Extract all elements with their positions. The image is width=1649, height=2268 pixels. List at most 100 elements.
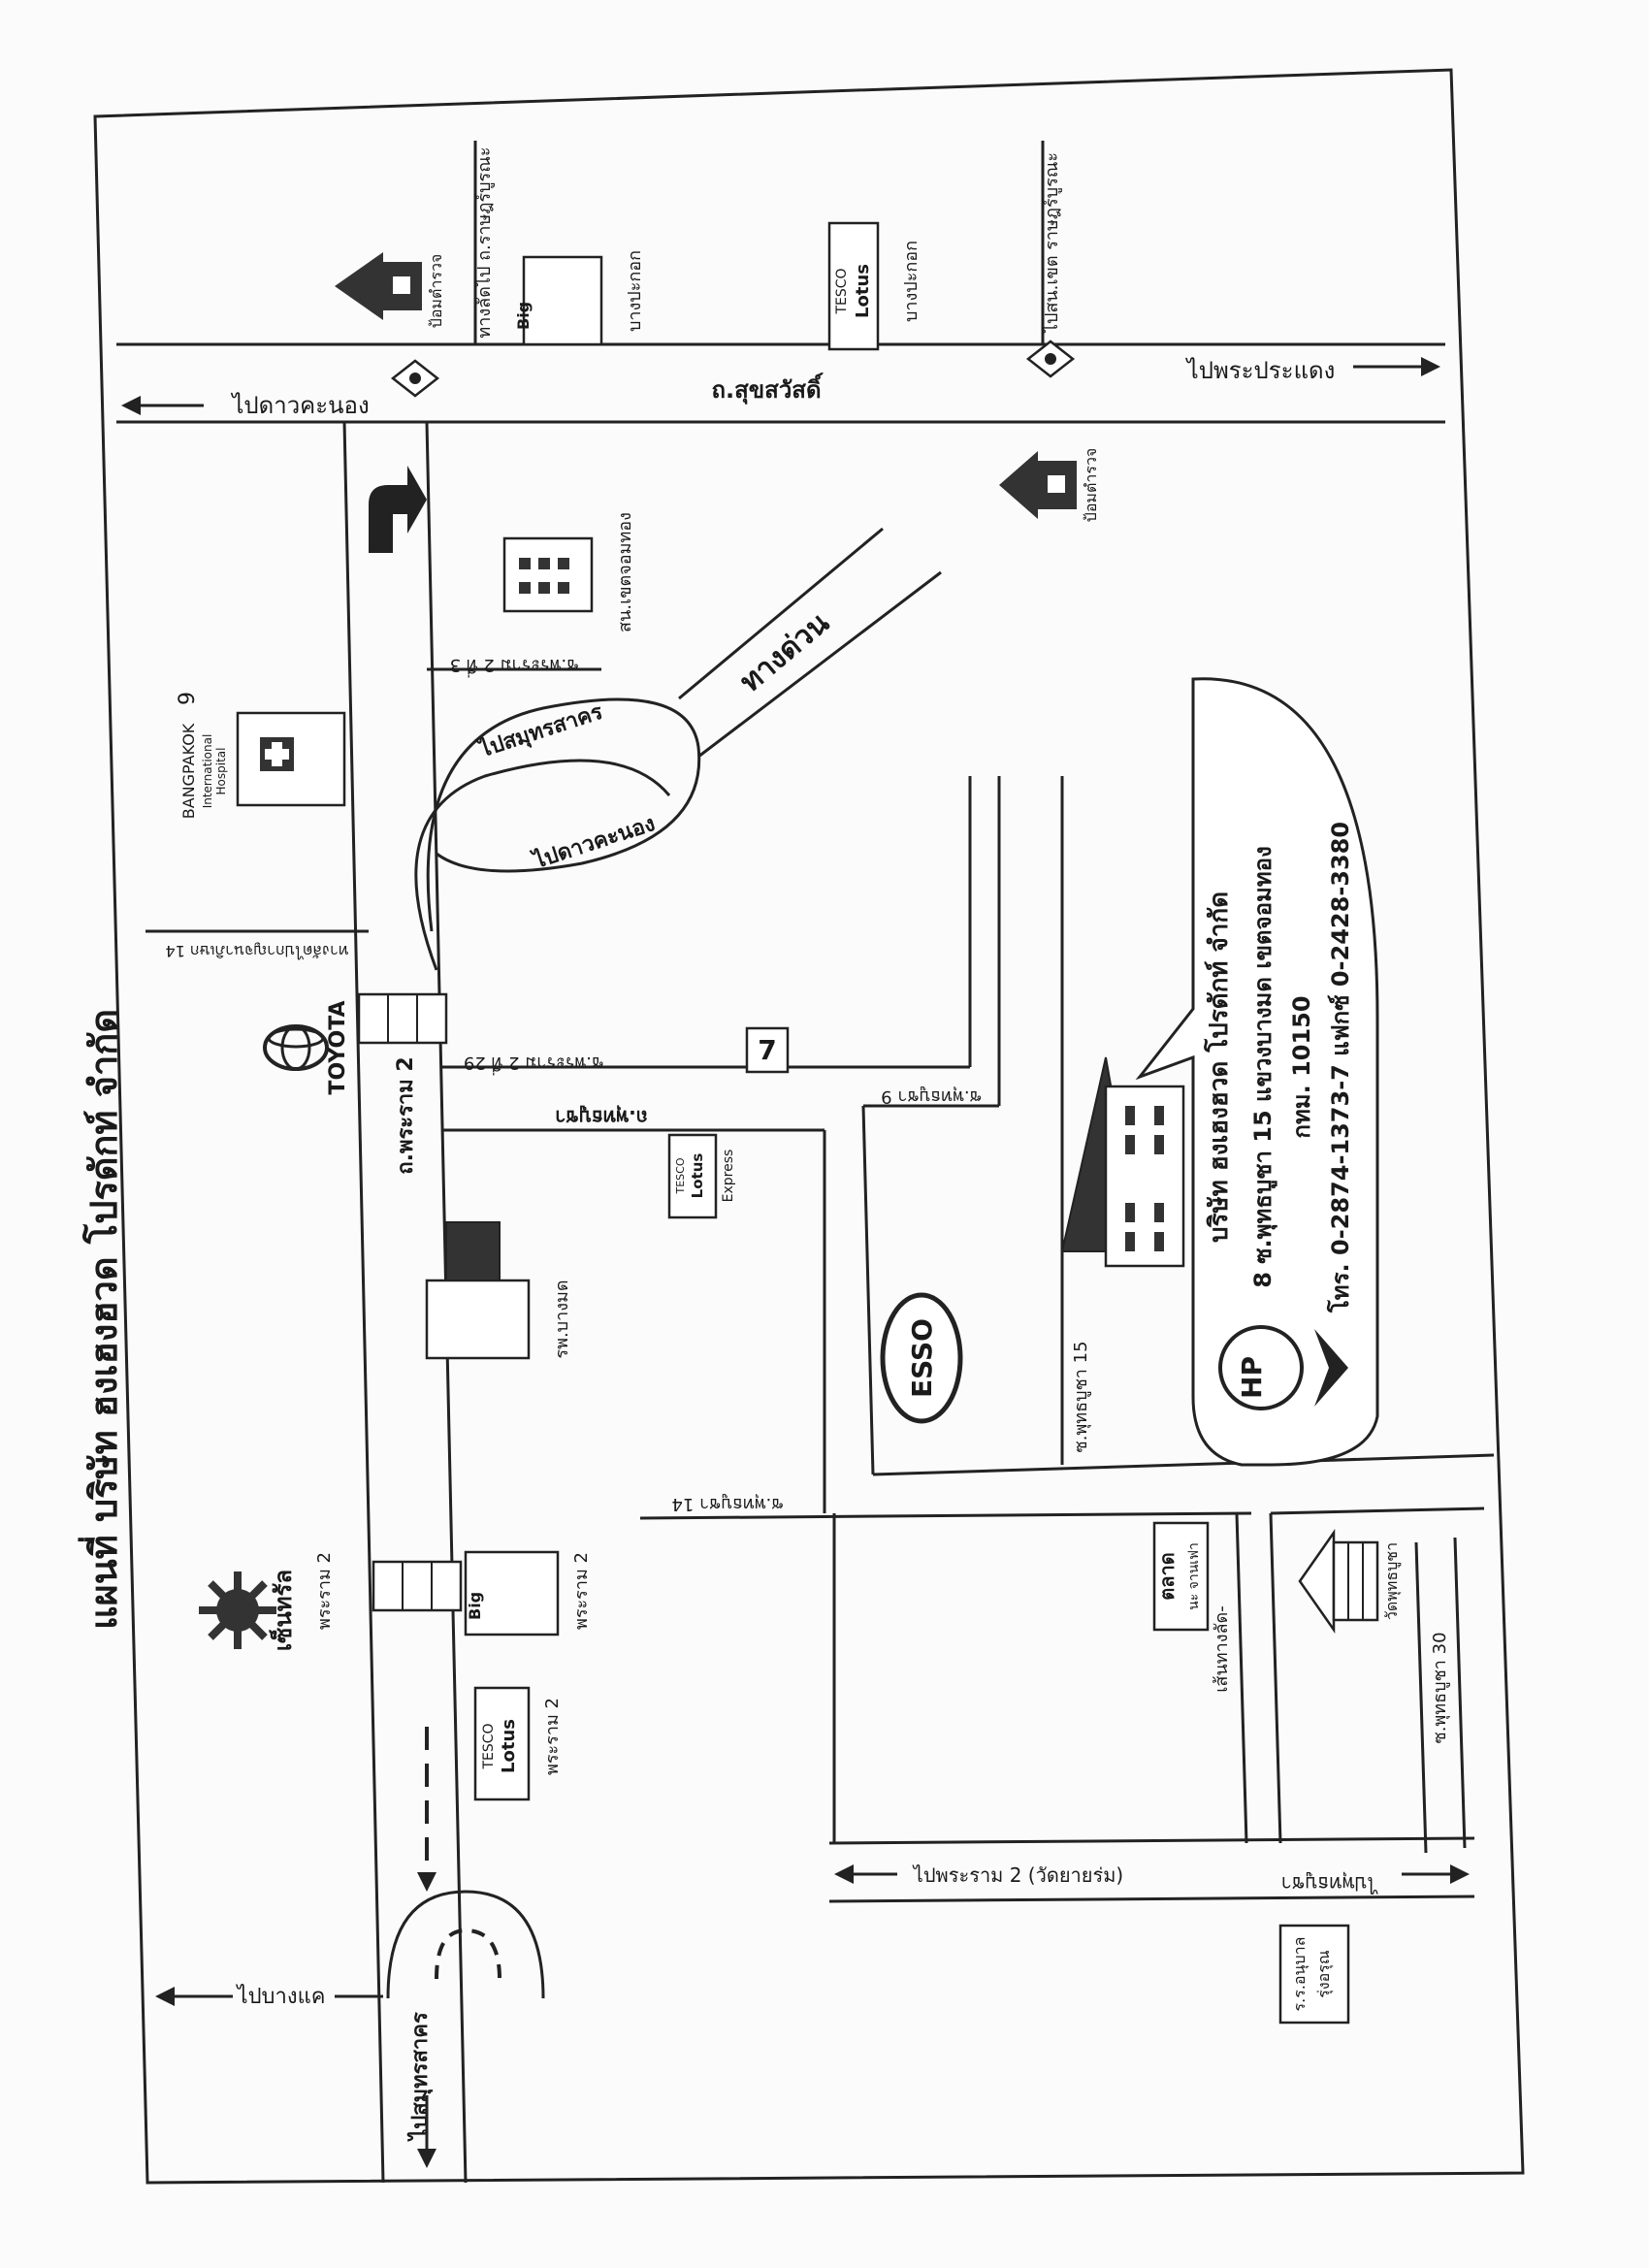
hospital-line1: International <box>201 734 214 809</box>
to-rama2-wat: ไปพระราม 2 (วัดยายร่ม) <box>912 1863 1123 1887</box>
phutthabucha-soi30-right <box>1453 1537 1467 1849</box>
suksawat-road-label: ถ.สุขสวัสดิ์ <box>711 373 823 405</box>
to-ratburana: ไปสน.เขต ราษฎร์บูรณะ <box>1041 152 1062 335</box>
company-building <box>1104 1085 1185 1268</box>
lotus-rama2-branch: พระราม 2 <box>542 1698 563 1775</box>
company-name: บริษัท ฮงเฮงฮวด โปรดักท์ จำกัด <box>1203 891 1234 1243</box>
big-c-top-logo <box>522 255 603 346</box>
rama2-left-edge <box>342 421 385 2184</box>
to-dao-khanong-loop: ไปดาวคะนอง <box>529 810 658 874</box>
rama2-label: ถ.พระราม 2 <box>394 1056 418 1174</box>
central: เซ็นทรัล <box>269 1570 297 1651</box>
to-dao-khanong: ไปดาวคะนอง <box>230 392 369 419</box>
map-frame <box>93 68 1525 2185</box>
police-box-top: ป้อมตำรวจ <box>427 254 445 329</box>
police-box-mid: ป้อมตำรวจ <box>1082 448 1100 523</box>
temple-road-top <box>1270 1507 1485 1515</box>
overpass-2 <box>372 1560 463 1612</box>
expressway-loop-outer <box>426 697 701 932</box>
dashed-lane-arrow <box>417 1872 436 1892</box>
soi9-down <box>861 1105 875 1475</box>
market-name: ตลาด <box>1155 1552 1179 1600</box>
expressway-label: ทางด่วน <box>733 605 836 699</box>
bottom-loop-outer <box>386 1890 545 1999</box>
temple: วัดพุทธบูชา <box>1382 1542 1402 1620</box>
to-phutthabucha: ไปพุทธบูชา <box>1281 1871 1379 1895</box>
hospital-line2: Hospital <box>214 748 228 795</box>
traffic-light-left <box>390 359 440 398</box>
phutthabucha-soi9-label: ซ.พุทธบูชา 9 <box>881 1086 982 1107</box>
company-address2: กทม. 10150 <box>1288 995 1315 1138</box>
rama2-soi29-label: ซ.พระราม 2 ที่ 29 <box>464 1053 603 1076</box>
police-box-mid-icon <box>999 451 1077 519</box>
lotus-top-logo <box>827 221 880 351</box>
shortcut-ratburana: ทางลัดไป ถ.ราษฎร์บูรณะ <box>473 146 495 338</box>
lotus-rama2-name: Lotus <box>499 1719 519 1773</box>
arrow-left-rama2-head <box>834 1864 854 1884</box>
bangmod-hospital: รพ.บางมด <box>552 1280 572 1358</box>
big-c-top: บางปะกอก <box>625 250 645 332</box>
school-line1: ร.ร.อนุบาล <box>1290 1937 1310 2012</box>
overpass-1 <box>357 992 448 1045</box>
arrow-down-samut-head <box>417 2149 436 2168</box>
company-callout <box>1135 677 1379 1467</box>
title-vertical: แผนที่ บริษัท ฮงเฮงฮวด โปรดักท์ จำกัด <box>78 1009 125 1630</box>
police-station: สน.เขตจอมทอง <box>615 512 635 632</box>
expressway-loop-inner <box>414 759 671 971</box>
phutthabucha-label: ถ.พุทธบูชา <box>555 1104 648 1129</box>
phutthabucha-soi30-left <box>1414 1541 1428 1854</box>
hp-logo: HP <box>1236 1356 1268 1399</box>
arrow-right-pradaeng-head <box>1421 357 1440 376</box>
cross-road <box>872 1453 1495 1476</box>
phutthabucha-soi14-road <box>639 1511 1252 1520</box>
bottom-loop-inner <box>435 1928 501 1980</box>
central-logo <box>199 1571 276 1649</box>
u-turn-arrow-icon <box>369 466 427 553</box>
big-c-rama2-text: Big <box>466 1592 484 1620</box>
shortcut-road <box>1235 1512 1248 1844</box>
phutthabucha-soi14-label: ซ.พุทธบูชา 14 <box>671 1494 783 1514</box>
temple-road-left <box>1269 1512 1282 1844</box>
bangmod-hospital-tower <box>445 1221 501 1281</box>
kanchanaphisek-label: ทางลัดไปกาญจนาภิเษก 14 <box>165 942 348 960</box>
esso-logo <box>880 1292 963 1424</box>
bottom-road-bottom <box>828 1895 1475 1903</box>
lotus-express-brand: TESCO <box>674 1157 687 1194</box>
to-phra-pradaeng: ไปพระประแดง <box>1185 357 1336 384</box>
bangmod-hospital-building <box>425 1279 531 1360</box>
big-c-top-text: Big <box>514 302 533 330</box>
hospital-number: 9 <box>176 692 200 705</box>
rama2-soi3-label: ซ.พระราม 2 ที่ 3 <box>450 655 579 678</box>
to-samut-sakhon: ไปสมุทรสาคร <box>406 2012 434 2142</box>
traffic-light-right <box>1025 340 1076 378</box>
market-sub: นะ จานเฟา <box>1186 1542 1202 1610</box>
lotus-top-name: Lotus <box>853 264 873 318</box>
hospital-brand: BANGPAKOK <box>179 723 198 819</box>
lotus-express-name: Lotus <box>689 1153 706 1199</box>
arrow-right-phutthabucha-head <box>1450 1864 1470 1884</box>
toyota-logo <box>263 1024 329 1071</box>
school-box <box>1278 1924 1350 2025</box>
police-station-building <box>502 536 594 613</box>
phutthabucha-soi15-label: ซ.พุทธบูชา 15 <box>1071 1341 1091 1452</box>
shortcut-market: เส้นทางลัด- <box>1212 1605 1232 1692</box>
lotus-express-logo <box>667 1133 718 1219</box>
lotus-rama2-brand: TESCO <box>481 1723 497 1769</box>
to-bang-khae: ไปบางแค <box>236 1984 326 2009</box>
hp-logo-circle <box>1218 1325 1304 1410</box>
lotus-express-sub: Express <box>721 1150 736 1203</box>
temple-icon <box>1298 1529 1379 1634</box>
big-c-rama2: พระราม 2 <box>571 1552 592 1630</box>
seven-eleven: 7 <box>758 1034 776 1066</box>
company-address1: 8 ซ.พุทธบูชา 15 แขวงบางมด เขตจอมทอง <box>1249 846 1278 1288</box>
school-line2: รุ่งอรุณ <box>1314 1950 1334 1998</box>
esso: ESSO <box>906 1318 938 1398</box>
arrow-left-dao-head <box>121 396 141 415</box>
hospital-logo: BANGPAKOK 9 International Hospital <box>176 692 228 819</box>
toyota-label: TOYOTA <box>326 1000 350 1094</box>
expressway-upper <box>678 527 884 700</box>
company-phone: โทร. 0-2874-1373-7 แฟกซ์ 0-2428-3380 <box>1326 822 1354 1313</box>
bottom-road-top <box>828 1836 1475 1845</box>
lotus-top-brand: TESCO <box>834 268 850 314</box>
